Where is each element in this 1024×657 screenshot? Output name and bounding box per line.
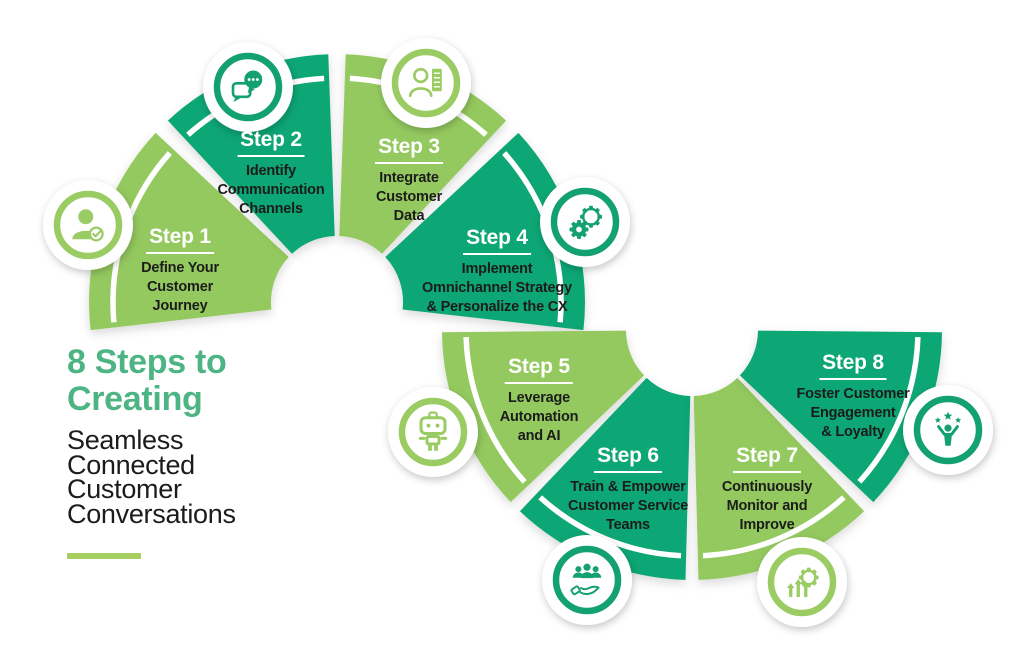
step-8-stripe [857,337,921,484]
gears-icon [540,177,630,267]
title-subtitle: Seamless Connected Customer Conversation… [67,425,236,529]
chat-bubbles-icon [203,42,293,132]
team-hand-icon [542,535,632,625]
step-5-stripe [463,337,527,484]
step-4-wedge [385,132,585,331]
step-8-wedge [739,330,942,503]
step-7-wedge [693,377,865,580]
title-headline: 8 Steps to Creating [67,343,227,418]
title-block: 8 Steps to Creating Seamless Connected C… [67,344,236,559]
winner-stars-icon [903,385,993,475]
user-check-icon [43,180,133,270]
growth-gear-icon [757,537,847,627]
step-7-stripe [702,495,846,559]
step-6-stripe [538,495,682,559]
robot-icon [388,387,478,477]
step-6-wedge [519,377,691,580]
user-profile-icon [381,38,471,128]
title-underline-bar [67,553,141,559]
step-1-wedge [89,132,289,331]
step-5-wedge [442,330,645,503]
